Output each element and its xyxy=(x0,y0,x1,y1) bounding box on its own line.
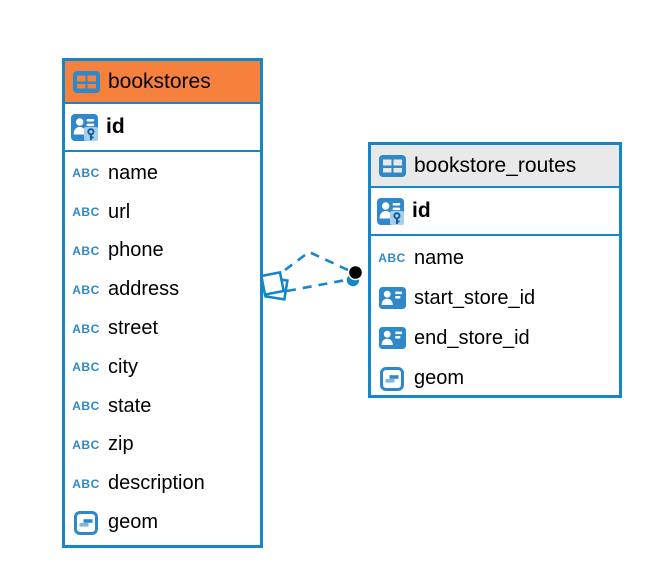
table-icon xyxy=(378,154,406,177)
column-row-state[interactable]: ABC state xyxy=(65,387,260,426)
geometry-type-icon xyxy=(378,366,406,391)
column-label: url xyxy=(108,200,131,223)
foreign-key-type-icon xyxy=(378,327,406,350)
entity-title: bookstores xyxy=(108,69,211,93)
text-type-icon: ABC xyxy=(72,399,100,414)
text-type-icon: ABC xyxy=(72,476,100,491)
column-row-pk[interactable]: id xyxy=(371,188,619,236)
relationship-connector[interactable] xyxy=(240,230,380,325)
column-label: name xyxy=(108,161,159,184)
entity-header-bookstores[interactable]: bookstores xyxy=(65,61,260,104)
column-label: description xyxy=(108,472,205,495)
column-label: id xyxy=(106,115,125,138)
column-label: geom xyxy=(108,511,159,534)
column-row-geom[interactable]: geom xyxy=(371,359,619,399)
column-row-name[interactable]: ABC name xyxy=(371,238,619,278)
column-label: zip xyxy=(108,433,134,456)
column-row-start_store_id[interactable]: start_store_id xyxy=(371,278,619,318)
column-label: name xyxy=(414,246,465,269)
column-label: id xyxy=(412,199,431,222)
column-label: geom xyxy=(414,367,465,390)
relationship-line-2[interactable] xyxy=(286,278,347,293)
column-row-description[interactable]: ABC description xyxy=(65,464,260,503)
column-row-zip[interactable]: ABC zip xyxy=(65,426,260,465)
column-label: street xyxy=(108,317,159,340)
primary-key-icon xyxy=(376,197,404,225)
text-type-icon: ABC xyxy=(72,321,100,336)
relationship-diamond-front[interactable] xyxy=(259,270,286,297)
column-row-phone[interactable]: ABC phone xyxy=(65,232,260,271)
text-type-icon: ABC xyxy=(72,166,100,181)
column-row-end_store_id[interactable]: end_store_id xyxy=(371,318,619,358)
relationship-endpoint-black[interactable] xyxy=(347,264,364,281)
column-row-pk[interactable]: id xyxy=(65,104,260,152)
entity-header-bookstore-routes[interactable]: bookstore_routes xyxy=(371,145,619,188)
text-type-icon: ABC xyxy=(72,360,100,375)
text-type-icon: ABC xyxy=(378,251,406,266)
table-icon xyxy=(72,70,100,93)
foreign-key-type-icon xyxy=(378,287,406,310)
column-row-city[interactable]: ABC city xyxy=(65,348,260,387)
column-row-address[interactable]: ABC address xyxy=(65,270,260,309)
entity-title: bookstore_routes xyxy=(414,153,577,177)
column-row-url[interactable]: ABC url xyxy=(65,193,260,232)
column-label: start_store_id xyxy=(414,286,536,309)
text-type-icon: ABC xyxy=(72,205,100,220)
text-type-icon: ABC xyxy=(72,243,100,258)
column-row-street[interactable]: ABC street xyxy=(65,309,260,348)
column-label: phone xyxy=(108,239,164,262)
text-type-icon: ABC xyxy=(72,282,100,297)
geometry-type-icon xyxy=(72,510,100,535)
column-row-geom[interactable]: geom xyxy=(65,503,260,542)
column-label: end_store_id xyxy=(414,326,530,349)
column-label: address xyxy=(108,278,180,301)
entity-bookstore-routes[interactable]: bookstore_routes id ABC name start_store_… xyxy=(368,142,622,398)
relationship-line-1[interactable] xyxy=(284,250,351,273)
column-label: city xyxy=(108,355,138,378)
column-label: state xyxy=(108,394,152,417)
column-row-name[interactable]: ABC name xyxy=(65,154,260,193)
text-type-icon: ABC xyxy=(72,437,100,452)
primary-key-icon xyxy=(70,113,98,141)
